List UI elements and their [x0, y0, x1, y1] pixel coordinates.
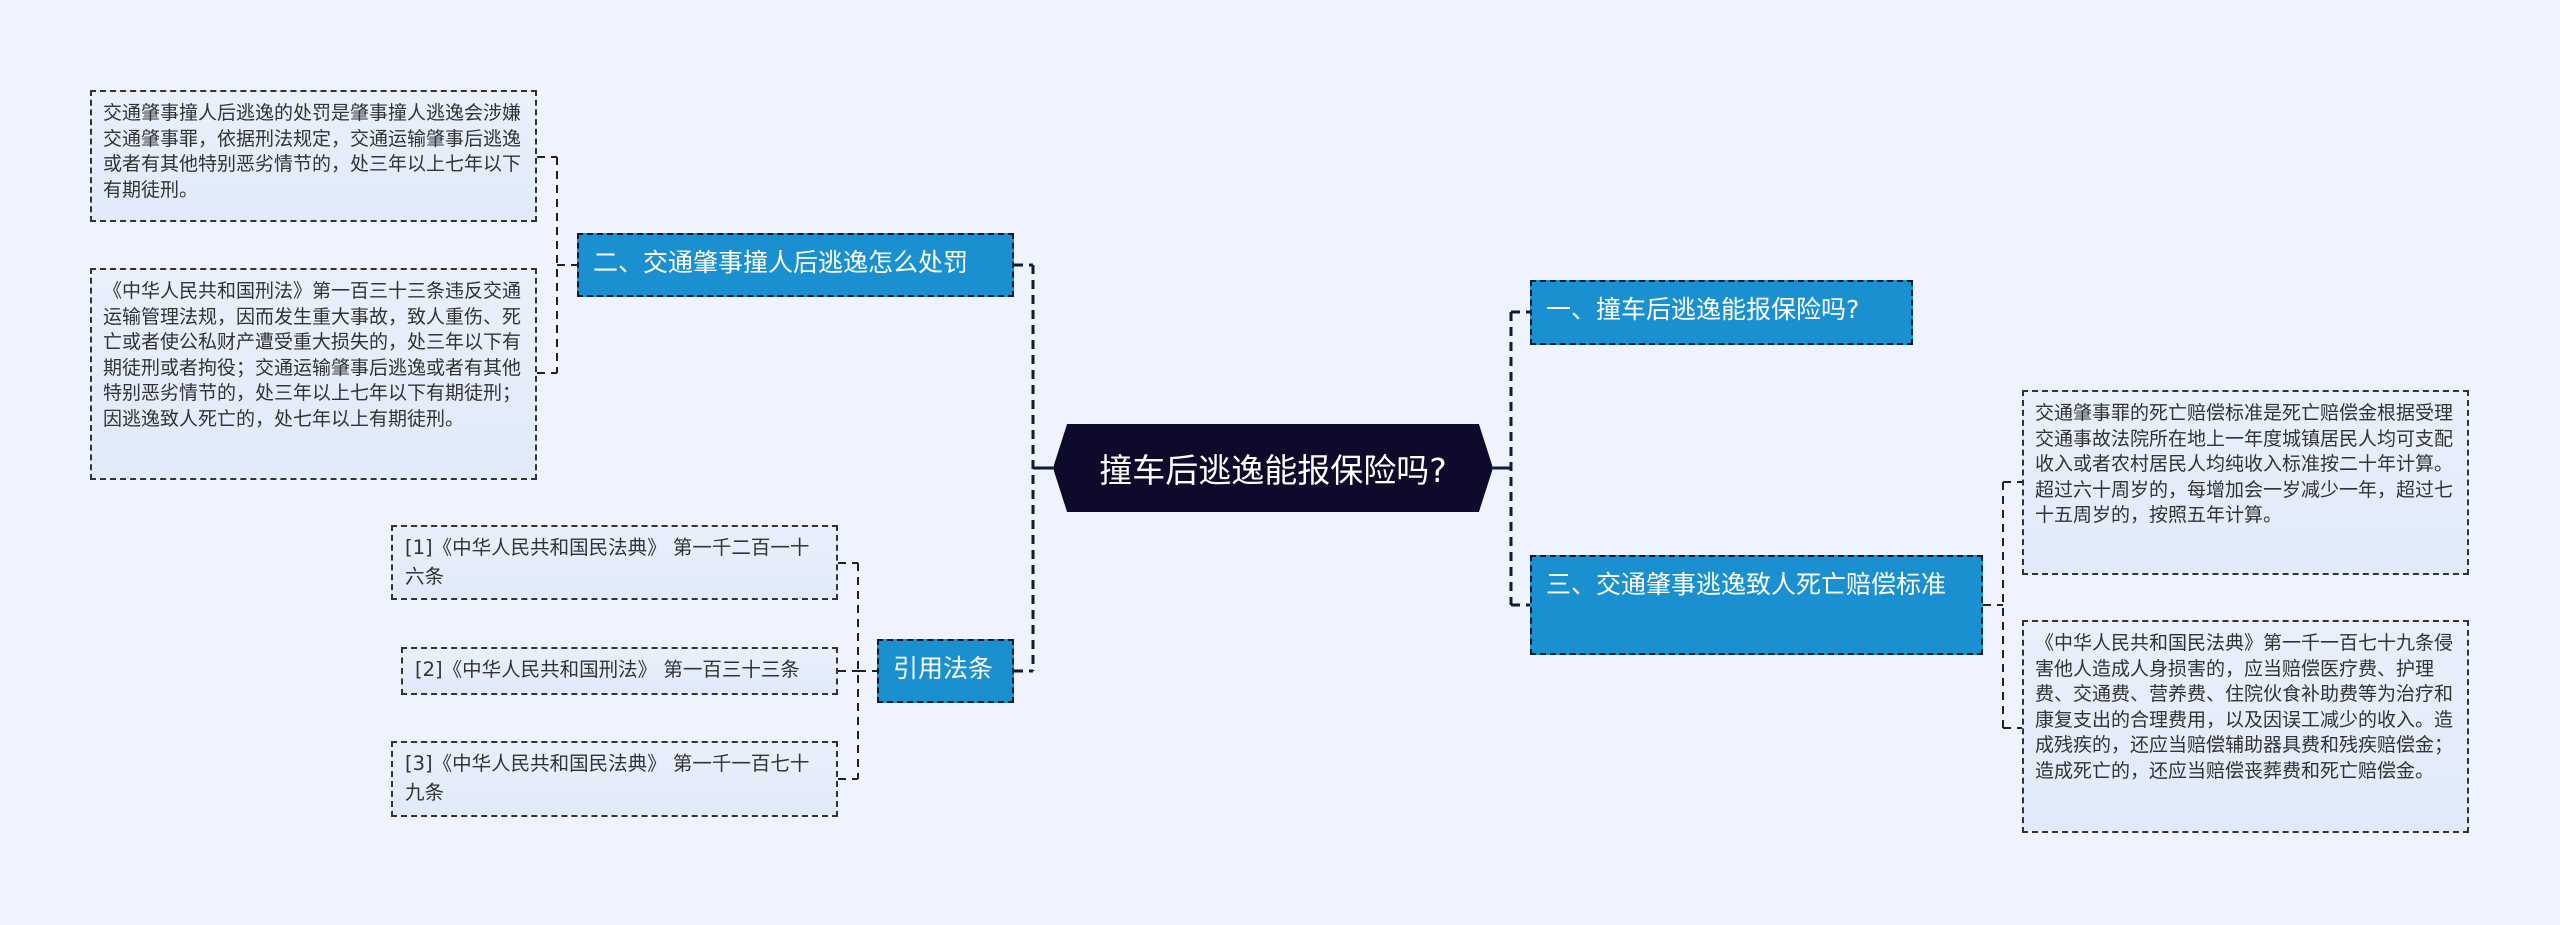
leaf-text: 《中华人民共和国民法典》第一千一百七十九条侵害他人造成人身损害的，应当赔偿医疗费… — [2035, 632, 2454, 782]
leaf-text: 交通肇事撞人后逃逸的处罚是肇事撞人逃逸会涉嫌交通肇事罪，依据刑法规定，交通运输肇… — [103, 102, 522, 201]
root-label: 撞车后逃逸能报保险吗? — [1099, 451, 1447, 490]
branch-one-label: 一、撞车后逃逸能报保险吗? — [1546, 295, 1860, 324]
branch-two-leaf-2[interactable]: 《中华人民共和国刑法》第一百三十三条违反交通运输管理法规，因而发生重大事故，致人… — [90, 268, 537, 480]
ref-item-3[interactable]: [3]《中华人民共和国民法典》 第一千一百七十九条 — [391, 741, 838, 817]
ref-item-1[interactable]: [1]《中华人民共和国民法典》 第一千二百一十六条 — [391, 525, 838, 600]
leaf-text: 《中华人民共和国刑法》第一百三十三条违反交通运输管理法规，因而发生重大事故，致人… — [103, 280, 522, 430]
ref-item-2[interactable]: [2]《中华人民共和国刑法》 第一百三十三条 — [401, 647, 838, 695]
ref-text: [1]《中华人民共和国民法典》 第一千二百一十六条 — [405, 536, 810, 588]
ref-text: [3]《中华人民共和国民法典》 第一千一百七十九条 — [405, 752, 810, 804]
branch-refs-label: 引用法条 — [893, 654, 994, 683]
branch-three-label: 三、交通肇事逃逸致人死亡赔偿标准 — [1546, 570, 1947, 599]
root-node[interactable]: 撞车后逃逸能报保险吗? — [1053, 424, 1493, 512]
branch-two-leaf-1[interactable]: 交通肇事撞人后逃逸的处罚是肇事撞人逃逸会涉嫌交通肇事罪，依据刑法规定，交通运输肇… — [90, 90, 537, 222]
branch-three-leaf-2[interactable]: 《中华人民共和国民法典》第一千一百七十九条侵害他人造成人身损害的，应当赔偿医疗费… — [2022, 620, 2469, 833]
branch-two-node[interactable]: 二、交通肇事撞人后逃逸怎么处罚 — [577, 233, 1014, 297]
branch-refs-node[interactable]: 引用法条 — [877, 639, 1014, 703]
ref-text: [2]《中华人民共和国刑法》 第一百三十三条 — [415, 658, 800, 681]
branch-two-label: 二、交通肇事撞人后逃逸怎么处罚 — [593, 248, 969, 277]
leaf-text: 交通肇事罪的死亡赔偿标准是死亡赔偿金根据受理交通事故法院所在地上一年度城镇居民人… — [2035, 402, 2454, 526]
branch-three-node[interactable]: 三、交通肇事逃逸致人死亡赔偿标准 — [1530, 555, 1983, 655]
branch-one-node[interactable]: 一、撞车后逃逸能报保险吗? — [1530, 280, 1913, 345]
branch-three-leaf-1[interactable]: 交通肇事罪的死亡赔偿标准是死亡赔偿金根据受理交通事故法院所在地上一年度城镇居民人… — [2022, 390, 2469, 575]
